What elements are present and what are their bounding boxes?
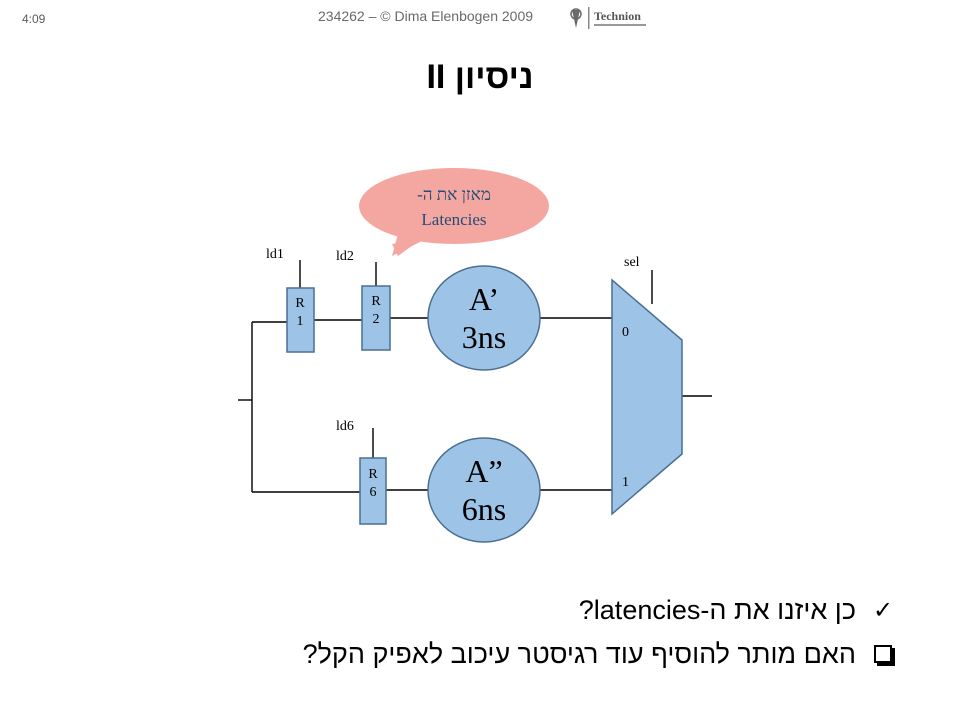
bullet-text-2: האם מותר להוסיף עוד רגיסטר עיכוב לאפיק ה… (302, 638, 856, 669)
bullet-item-2: האם מותר להוסיף עוד רגיסטר עיכוב לאפיק ה… (58, 632, 898, 676)
unit-a-double-prime-name: A” (465, 453, 502, 489)
mux-input-1: 1 (622, 475, 629, 490)
label-ld2: ld2 (336, 249, 354, 264)
multiplexer: 0 1 (611, 278, 683, 516)
check-icon: ✓ (872, 596, 894, 624)
register-r2-bottom: 2 (373, 312, 380, 327)
logo-text: Technion (594, 9, 641, 23)
register-r1-top: R (295, 296, 305, 311)
mux-input-0: 0 (622, 325, 629, 340)
unit-a-double-prime-delay: 6ns (462, 491, 506, 527)
bullet-item-1: ✓ כן איזנו את ה-latencies? (58, 588, 898, 632)
label-ld1: ld1 (266, 247, 284, 262)
label-sel: sel (624, 255, 640, 270)
unit-a-double-prime: A” 6ns (427, 437, 541, 543)
callout-bubble: מאזן את ה- Latencies (359, 168, 549, 256)
bullet-text-1: כן איזנו את ה-latencies? (578, 594, 856, 625)
register-r2: R 2 (361, 285, 391, 351)
register-r2-top: R (371, 294, 381, 309)
slide-credit: 234262 – © Dima Elenbogen 2009 (318, 8, 534, 24)
technion-logo: Technion (566, 4, 656, 32)
register-r6-bottom: 6 (370, 485, 377, 500)
bullet-list: ✓ כן איזנו את ה-latencies? האם מותר להוס… (58, 588, 898, 676)
register-r6: R 6 (359, 457, 387, 525)
register-r6-top: R (368, 467, 378, 482)
unit-a-prime-name: A’ (469, 281, 499, 317)
unit-a-prime: A’ 3ns (427, 265, 541, 371)
slide-time: 4:09 (22, 12, 46, 26)
callout-line1: מאזן את ה- (417, 185, 491, 204)
register-r1-bottom: 1 (297, 314, 304, 329)
wires (238, 260, 712, 493)
register-r1: R 1 (286, 287, 315, 353)
unit-a-prime-delay: 3ns (462, 319, 506, 355)
label-ld6: ld6 (336, 419, 354, 434)
square-bullet-icon (874, 645, 892, 663)
page-title: ניסיון II (426, 58, 534, 96)
callout-line2: Latencies (421, 210, 486, 229)
